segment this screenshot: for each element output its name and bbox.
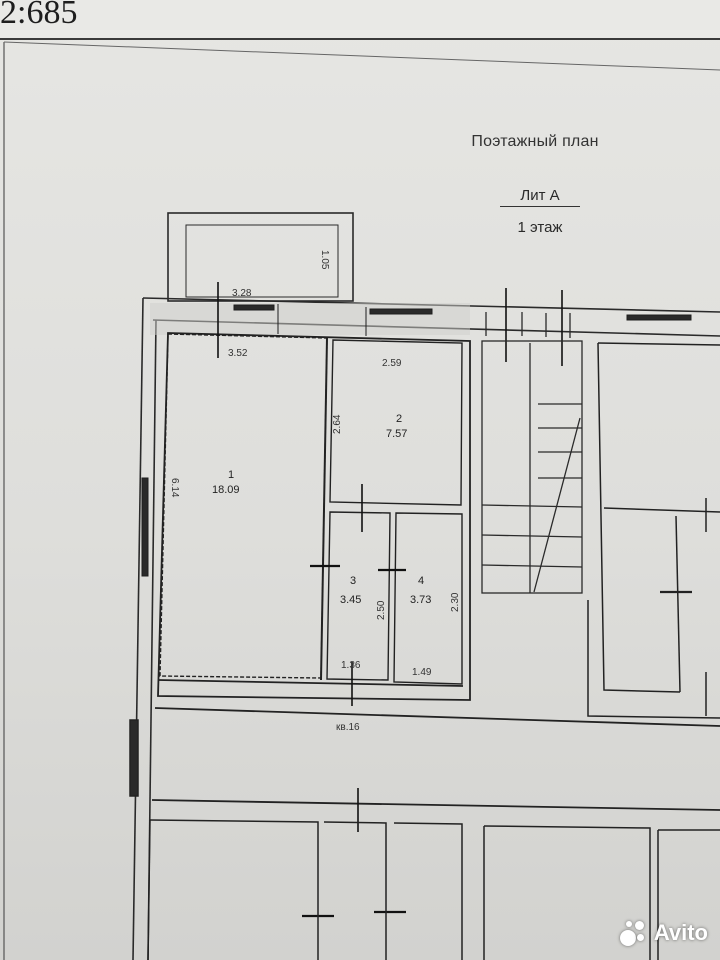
room-3-width-dim: 1.36 <box>341 660 361 671</box>
room-4 <box>393 512 463 685</box>
lower-rooms <box>129 719 720 960</box>
room-3-area: 3.45 <box>340 594 361 606</box>
room-1-length-dim: 6.14 <box>169 478 180 498</box>
avito-logo-icon <box>618 918 648 948</box>
room-3-length-dim: 2.50 <box>376 600 387 620</box>
room-2-length-dim: 2.64 <box>332 414 343 434</box>
top-bar: 2:685 <box>0 0 720 40</box>
room-4-number: 4 <box>418 575 424 587</box>
door-marks <box>217 282 563 918</box>
apartment-walls <box>151 332 720 811</box>
neighbor-apartment-right <box>587 342 720 719</box>
avito-watermark: Avito <box>618 918 708 948</box>
room-2 <box>329 339 463 506</box>
room-4-length-dim: 2.30 <box>450 592 461 612</box>
room-2-number: 2 <box>396 413 402 425</box>
room-1-area: 18.09 <box>212 484 240 496</box>
staircase <box>481 312 583 594</box>
room-4-area: 3.73 <box>410 594 431 606</box>
floor-label: 1 этаж <box>517 219 563 236</box>
outer-walls <box>132 297 720 960</box>
room-1-number: 1 <box>228 469 234 481</box>
room-1-width-dim: 3.52 <box>228 348 248 359</box>
plan-title: Поэтажный план <box>471 133 599 150</box>
room-3-number: 3 <box>350 575 356 587</box>
room-2-width-dim: 2.59 <box>382 358 402 369</box>
room-2-area: 7.57 <box>386 428 407 440</box>
lit-label: Лит А <box>500 187 580 207</box>
apartment-label: кв.16 <box>336 722 360 733</box>
room-4-width-dim: 1.49 <box>412 667 432 678</box>
room-3 <box>326 511 391 681</box>
window-marks <box>141 304 692 577</box>
avito-text: Avito <box>653 920 708 945</box>
document-number: 2:685 <box>0 0 78 31</box>
balcony-width-dim: 3.28 <box>232 288 252 299</box>
room-1 <box>159 333 328 681</box>
balcony-depth-dim: 1.05 <box>319 250 330 270</box>
